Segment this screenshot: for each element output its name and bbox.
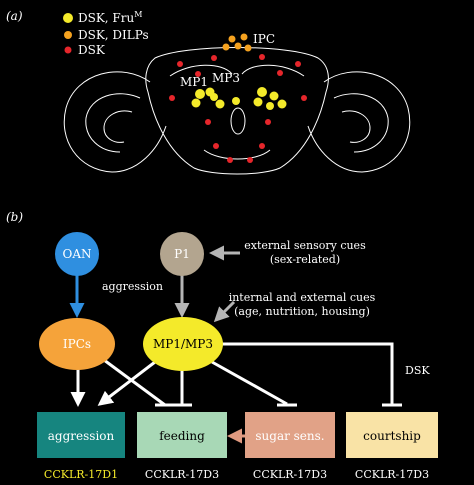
neuron-dots xyxy=(169,33,307,163)
brain-right-optic-lobe xyxy=(307,71,411,173)
arrow-mp-to-aggression xyxy=(97,360,156,406)
brain-right-optic-inner2 xyxy=(341,110,371,143)
node-p1-label: P1 xyxy=(174,247,190,261)
annotation-external-cues: external sensory cues xyxy=(244,239,366,252)
arrow-internal-cues-to-mp xyxy=(213,300,236,323)
behavior-courtship: courtship CCKLR-17D3 xyxy=(346,412,438,481)
annotation-aggression: aggression xyxy=(102,280,163,293)
legend-marker-dsk-dilps xyxy=(64,31,72,39)
inhibit-mp-to-sugar-sens xyxy=(211,360,288,406)
legend-text-dsk-fru: DSK, FruM xyxy=(78,10,142,25)
behavior-sugar-sens: sugar sens. CCKLR-17D3 xyxy=(245,412,335,481)
legend-text-dsk-dilps: DSK, DILPs xyxy=(78,28,149,42)
brain-right-optic-inner xyxy=(333,93,389,153)
legend-marker-dsk-fru xyxy=(63,13,73,23)
annotation-dsk: DSK xyxy=(405,364,430,377)
node-mp-label: MP1/MP3 xyxy=(153,337,213,351)
annotation-external-cues-sub: (sex-related) xyxy=(270,253,340,266)
inhibit-mp-to-courtship xyxy=(222,342,394,404)
brain-left-optic-lobe xyxy=(63,71,167,173)
receptor-feeding: CCKLR-17D3 xyxy=(145,468,219,481)
node-oan-label: OAN xyxy=(62,247,91,261)
brain-subesophageal xyxy=(203,149,271,160)
brain-left-optic-inner2 xyxy=(103,110,133,143)
panel-b-label: (b) xyxy=(6,210,23,224)
inhibit-ipcs-to-feeding xyxy=(103,358,166,407)
connectors xyxy=(69,245,402,444)
brain-outline xyxy=(63,47,411,175)
annotation-internal-cues: internal and external cues xyxy=(229,291,376,304)
panel-a-label: (a) xyxy=(6,9,23,23)
label-mp1: MP1 xyxy=(180,75,208,89)
label-ipc: IPC xyxy=(253,32,275,46)
receptor-courtship: CCKLR-17D3 xyxy=(355,468,429,481)
legend-text-dsk: DSK xyxy=(78,43,106,57)
behavior-courtship-label: courtship xyxy=(363,429,421,443)
node-mp1-mp3: MP1/MP3 xyxy=(143,317,223,371)
legend-marker-dsk xyxy=(64,46,72,54)
label-mp3: MP3 xyxy=(212,71,240,85)
brain-left-optic-inner xyxy=(85,93,141,153)
brain-esophageal-foramen xyxy=(230,107,246,135)
brain-central-body xyxy=(145,47,329,175)
receptor-sugar-sens: CCKLR-17D3 xyxy=(253,468,327,481)
node-ipcs: IPCs xyxy=(39,318,115,370)
node-ipcs-label: IPCs xyxy=(63,337,91,351)
behavior-aggression-label: aggression xyxy=(48,429,115,443)
behavior-feeding-label: feeding xyxy=(159,429,205,443)
brain-protocerebrum-left xyxy=(169,64,233,77)
behavior-aggression: aggression CCKLR-17D1 xyxy=(37,412,125,481)
behavior-feeding: feeding CCKLR-17D3 xyxy=(137,412,227,481)
behavior-sugar-sens-label: sugar sens. xyxy=(255,429,324,443)
node-oan: OAN xyxy=(55,232,99,276)
annotation-internal-cues-sub: (age, nutrition, housing) xyxy=(234,305,370,318)
legend: DSK, FruM DSK, DILPs DSK xyxy=(63,10,149,57)
receptor-aggression: CCKLR-17D1 xyxy=(44,468,118,481)
node-p1: P1 xyxy=(160,232,204,276)
brain-protocerebrum-right xyxy=(241,64,305,77)
